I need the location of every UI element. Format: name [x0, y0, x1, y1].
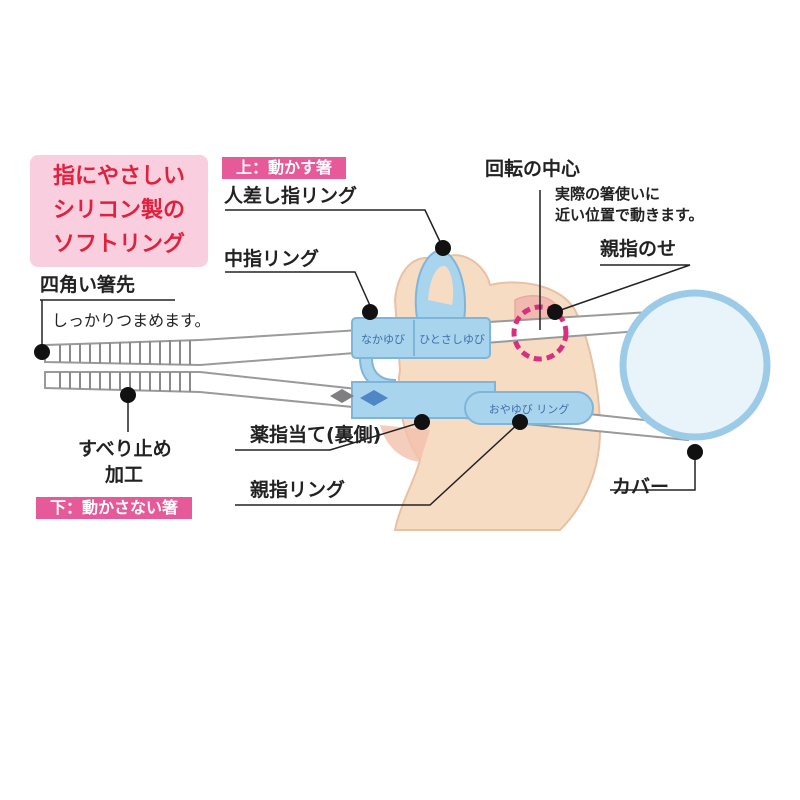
square-tip-desc: しっかりつまめます。 — [52, 311, 211, 330]
thumb-ring-label: 親指リング — [250, 479, 346, 501]
middle-ring-label: 中指リング — [224, 248, 320, 270]
ring-finger-rest-label: 薬指当て(裏側) — [250, 424, 382, 446]
upper-chopstick-tag: 上：動かす箸 — [222, 157, 347, 179]
index-ring-label: 人差し指リング — [224, 185, 358, 207]
thumb-ring-band — [464, 391, 594, 425]
gray-diamond — [330, 389, 354, 403]
cover-label: カバー — [612, 476, 670, 498]
rotation-center-label: 回転の中心 — [485, 158, 581, 180]
non-slip-label-1: すべり止め — [78, 438, 172, 460]
ring-finger-rest — [380, 425, 430, 462]
middle-ring-text: なかゆび — [361, 333, 405, 346]
badge-line-1: 指にやさしい — [52, 164, 185, 189]
lower-chopstick-tag: 下：動かさない箸 — [36, 497, 193, 519]
badge-line-3: ソフトリング — [52, 232, 185, 257]
index-ring-text: ひとさしゆび — [419, 333, 485, 346]
thumb-ring-text: おやゆび リング — [489, 402, 570, 416]
rotation-desc-1: 実際の箸使いに — [555, 185, 661, 203]
cover-disc — [619, 289, 771, 441]
badge-line-2: シリコン製の — [52, 198, 185, 223]
index-finger-tip — [428, 265, 454, 305]
non-slip-label-2: 加工 — [105, 464, 144, 486]
square-tip-label: 四角い箸先 — [40, 274, 136, 296]
non-slip-ribs-upper — [59, 340, 191, 365]
callout-dots — [34, 240, 703, 460]
thumb-rest-label: 親指のせ — [600, 238, 677, 260]
soft-ring-badge: 指にやさしい シリコン製の ソフトリング — [30, 155, 208, 267]
non-slip-ribs-lower — [59, 372, 191, 392]
upper-ring-band — [351, 317, 491, 359]
rotation-desc-2: 近い位置で動きます。 — [555, 206, 704, 224]
leader-lines — [40, 190, 696, 506]
blue-diamond — [360, 390, 388, 406]
